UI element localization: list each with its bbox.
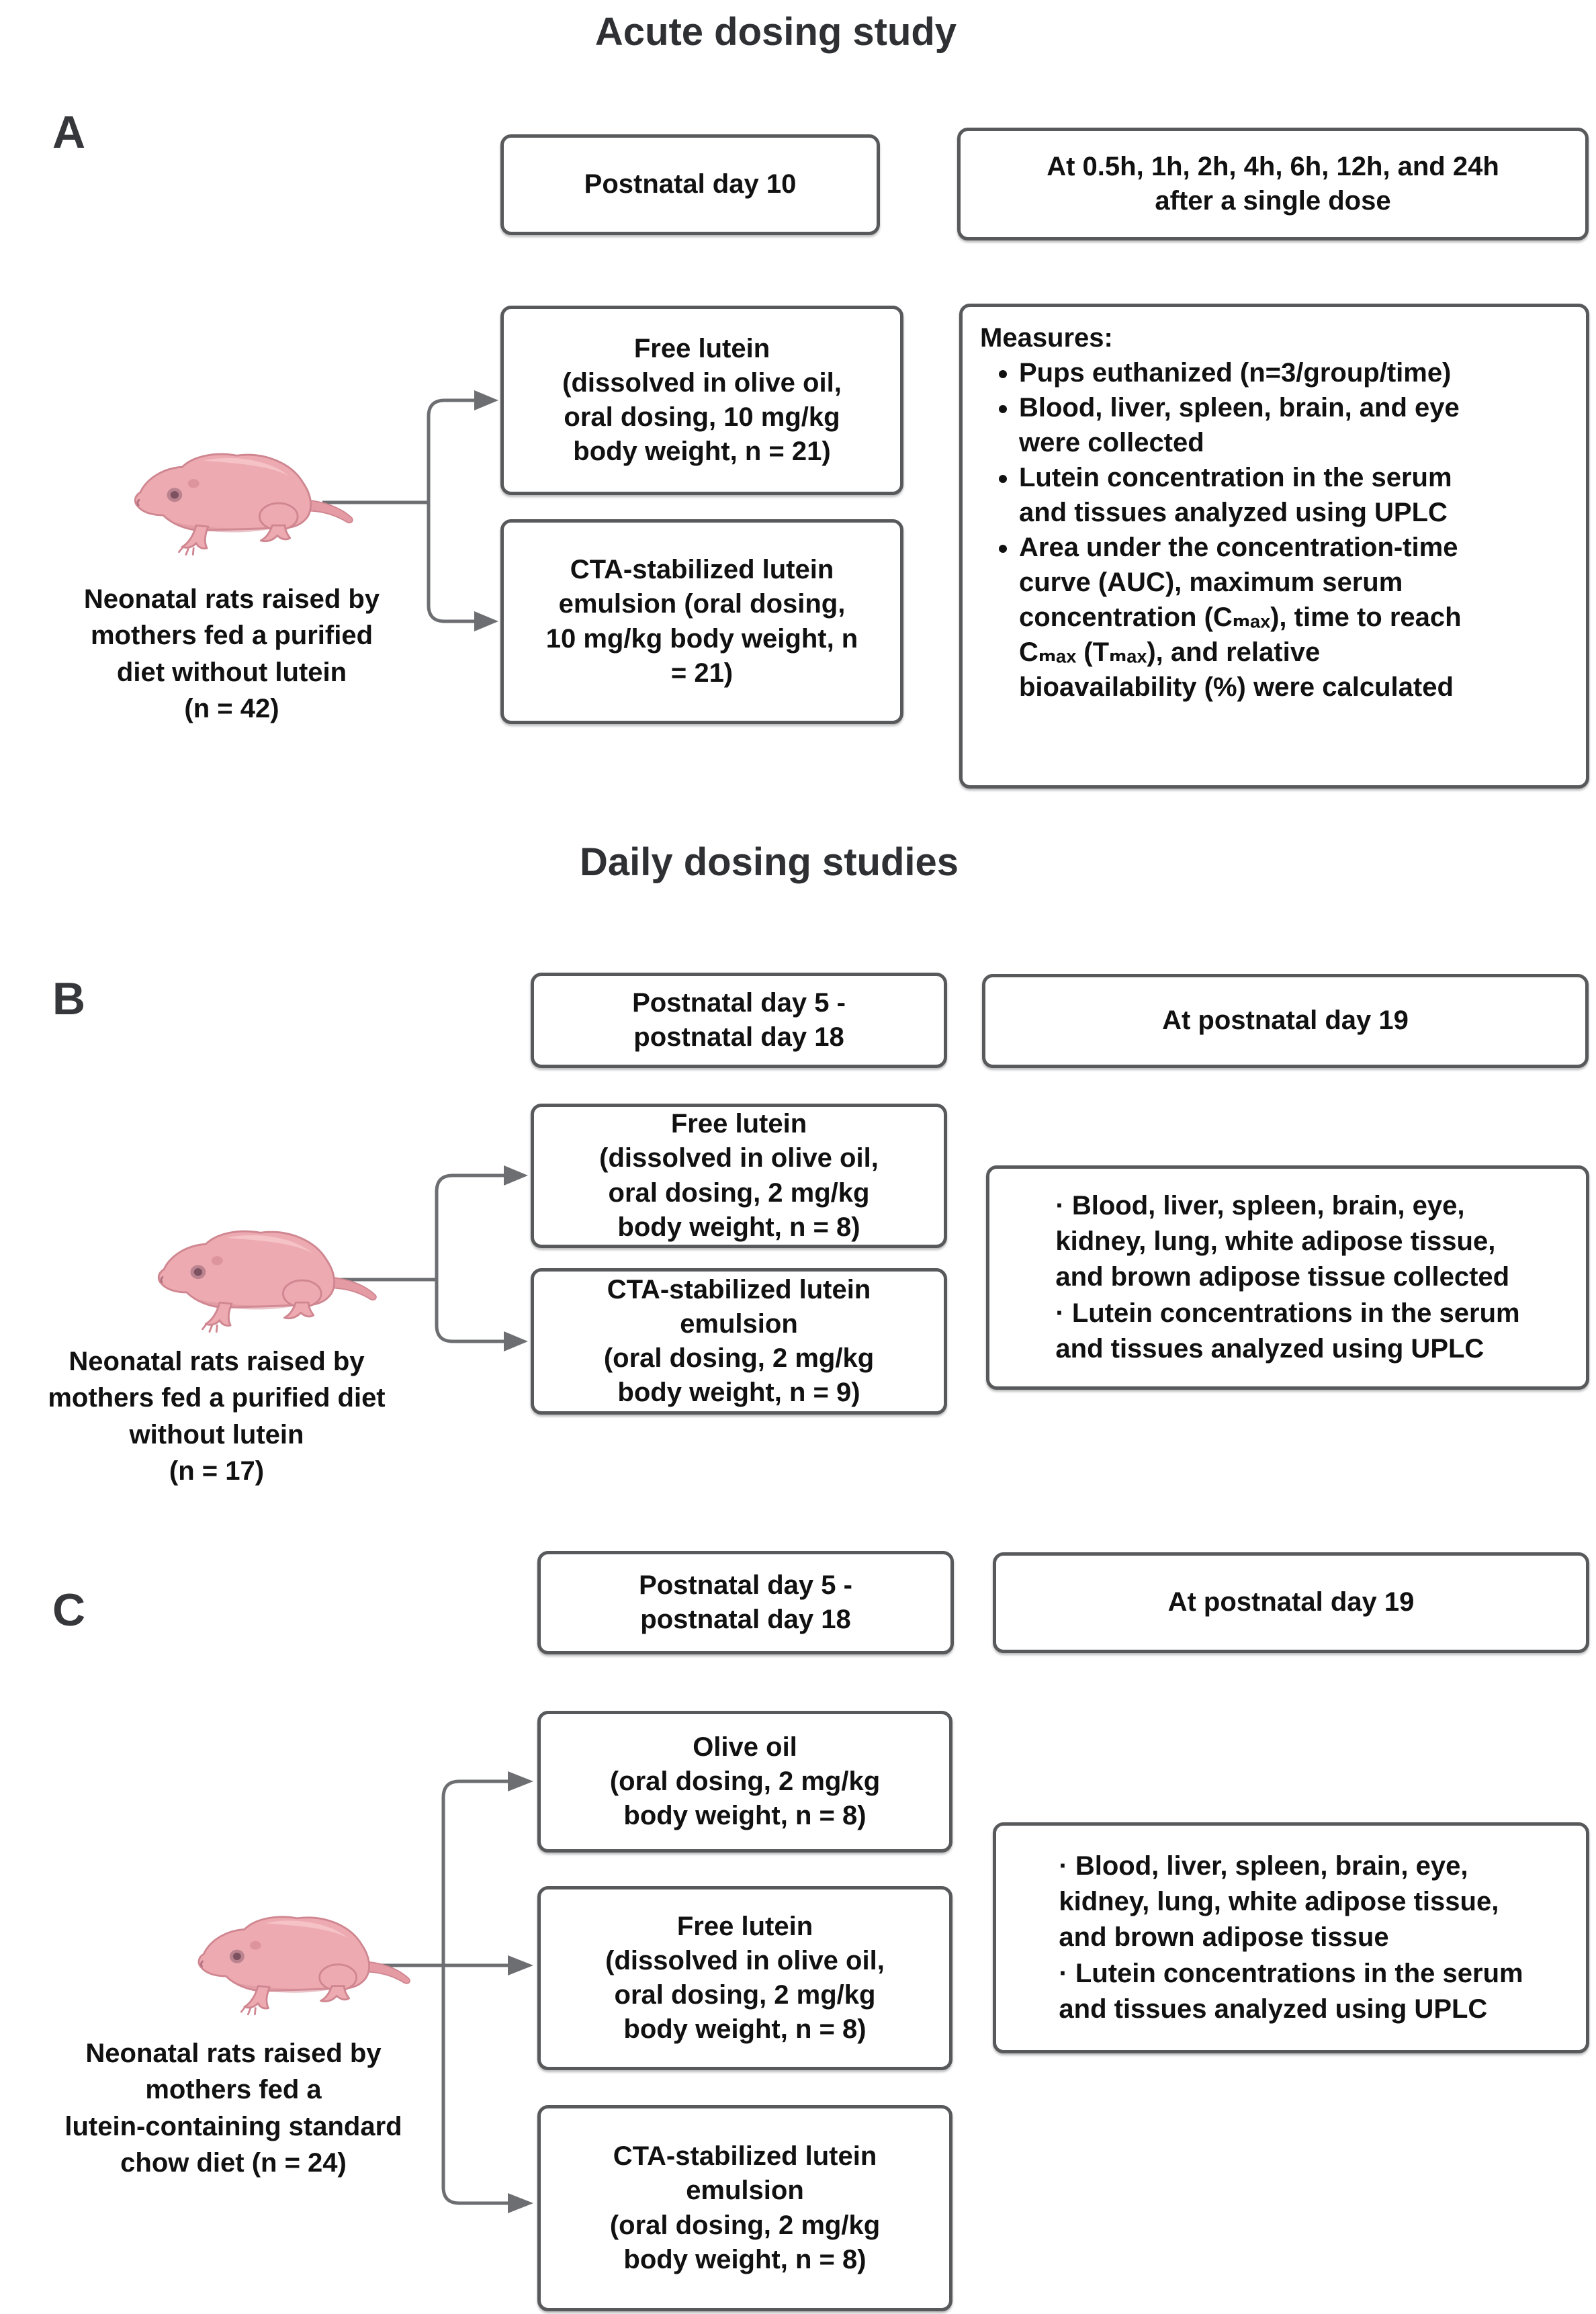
box-group2-b: CTA-stabilized lutein emulsion (oral dos… bbox=[531, 1268, 947, 1415]
dosing-days-c-text: Postnatal day 5 - postnatal day 18 bbox=[639, 1570, 852, 1634]
box-dosing-day-a: Postnatal day 10 bbox=[500, 134, 880, 235]
timepoints-a-text: At 0.5h, 1h, 2h, 4h, 6h, 12h, and 24h af… bbox=[1047, 151, 1499, 216]
measure-item: Blood, liver, spleen, brain, and eye wer… bbox=[1019, 390, 1568, 460]
box-group2-a: CTA-stabilized lutein emulsion (oral dos… bbox=[500, 519, 903, 724]
page-title-acute: Acute dosing study bbox=[594, 10, 957, 54]
measure-item: Lutein concentration in the serum and ti… bbox=[1019, 460, 1568, 530]
cohort-text-c: Neonatal rats raised by mothers fed a lu… bbox=[64, 2039, 402, 2178]
box-measures-c: · Blood, liver, spleen, brain, eye, kidn… bbox=[993, 1822, 1589, 2053]
measure-item: Pups euthanized (n=3/group/time) bbox=[1019, 355, 1568, 390]
group2-b-text: CTA-stabilized lutein emulsion (oral dos… bbox=[603, 1274, 875, 1408]
rat-pup-illustration-c bbox=[197, 1916, 411, 2016]
endpoint-day-c-text: At postnatal day 19 bbox=[1167, 1587, 1415, 1617]
endpoint-day-b-text: At postnatal day 19 bbox=[1162, 1006, 1409, 1036]
group1-a-text: Free lutein (dissolved in olive oil, ora… bbox=[562, 333, 842, 467]
rat-pup-illustration-b bbox=[157, 1230, 378, 1333]
measures-c-text: · Blood, liver, spleen, brain, eye, kidn… bbox=[1059, 1851, 1523, 2024]
box-group3-c: CTA-stabilized lutein emulsion (oral dos… bbox=[537, 2105, 952, 2311]
box-timepoints-a: At 0.5h, 1h, 2h, 4h, 6h, 12h, and 24h af… bbox=[957, 128, 1589, 240]
section-label-b: B bbox=[52, 973, 86, 1024]
section-label-c: C bbox=[52, 1585, 86, 1636]
rat-pup-illustration-a bbox=[134, 453, 354, 555]
box-measures-a: Measures: Pups euthanized (n=3/group/tim… bbox=[959, 304, 1589, 789]
box-group1-b: Free lutein (dissolved in olive oil, ora… bbox=[531, 1104, 947, 1248]
arrowheads-a bbox=[474, 390, 498, 631]
arrowheads-c bbox=[508, 1771, 533, 2213]
box-dosing-days-c: Postnatal day 5 - postnatal day 18 bbox=[537, 1551, 954, 1654]
box-group2-c: Free lutein (dissolved in olive oil, ora… bbox=[537, 1886, 952, 2070]
dosing-day-a-text: Postnatal day 10 bbox=[584, 169, 797, 199]
box-dosing-days-b: Postnatal day 5 - postnatal day 18 bbox=[531, 973, 947, 1068]
measures-b-text: · Blood, liver, spleen, brain, eye, kidn… bbox=[1055, 1191, 1520, 1364]
cohort-text-a: Neonatal rats raised by mothers fed a pu… bbox=[83, 584, 380, 724]
group2-a-text: CTA-stabilized lutein emulsion (oral dos… bbox=[545, 555, 858, 688]
arrowheads-b bbox=[504, 1165, 528, 1351]
dosing-days-b-text: Postnatal day 5 - postnatal day 18 bbox=[632, 987, 846, 1052]
section-label-a: A bbox=[52, 107, 86, 158]
group3-c-text: CTA-stabilized lutein emulsion (oral dos… bbox=[609, 2141, 881, 2274]
measures-title: Measures: bbox=[980, 323, 1113, 353]
group1-c-text: Olive oil (oral dosing, 2 mg/kg body wei… bbox=[609, 1732, 881, 1831]
group2-c-text: Free lutein (dissolved in olive oil, ora… bbox=[605, 1911, 885, 2045]
box-group1-a: Free lutein (dissolved in olive oil, ora… bbox=[500, 306, 903, 495]
box-group1-c: Olive oil (oral dosing, 2 mg/kg body wei… bbox=[537, 1711, 952, 1853]
measures-list: Pups euthanized (n=3/group/time) Blood, … bbox=[980, 355, 1568, 705]
measure-item: Area under the concentration-time curve … bbox=[1019, 530, 1568, 705]
cohort-text-b: Neonatal rats raised by mothers fed a pu… bbox=[48, 1347, 386, 1486]
box-endpoint-day-b: At postnatal day 19 bbox=[982, 974, 1589, 1068]
group1-b-text: Free lutein (dissolved in olive oil, ora… bbox=[599, 1109, 879, 1242]
measures-content-a: Measures: Pups euthanized (n=3/group/tim… bbox=[963, 307, 1586, 715]
box-endpoint-day-c: At postnatal day 19 bbox=[993, 1552, 1589, 1653]
box-measures-b: · Blood, liver, spleen, brain, eye, kidn… bbox=[986, 1165, 1589, 1390]
page-title-daily: Daily dosing studies bbox=[580, 840, 959, 884]
